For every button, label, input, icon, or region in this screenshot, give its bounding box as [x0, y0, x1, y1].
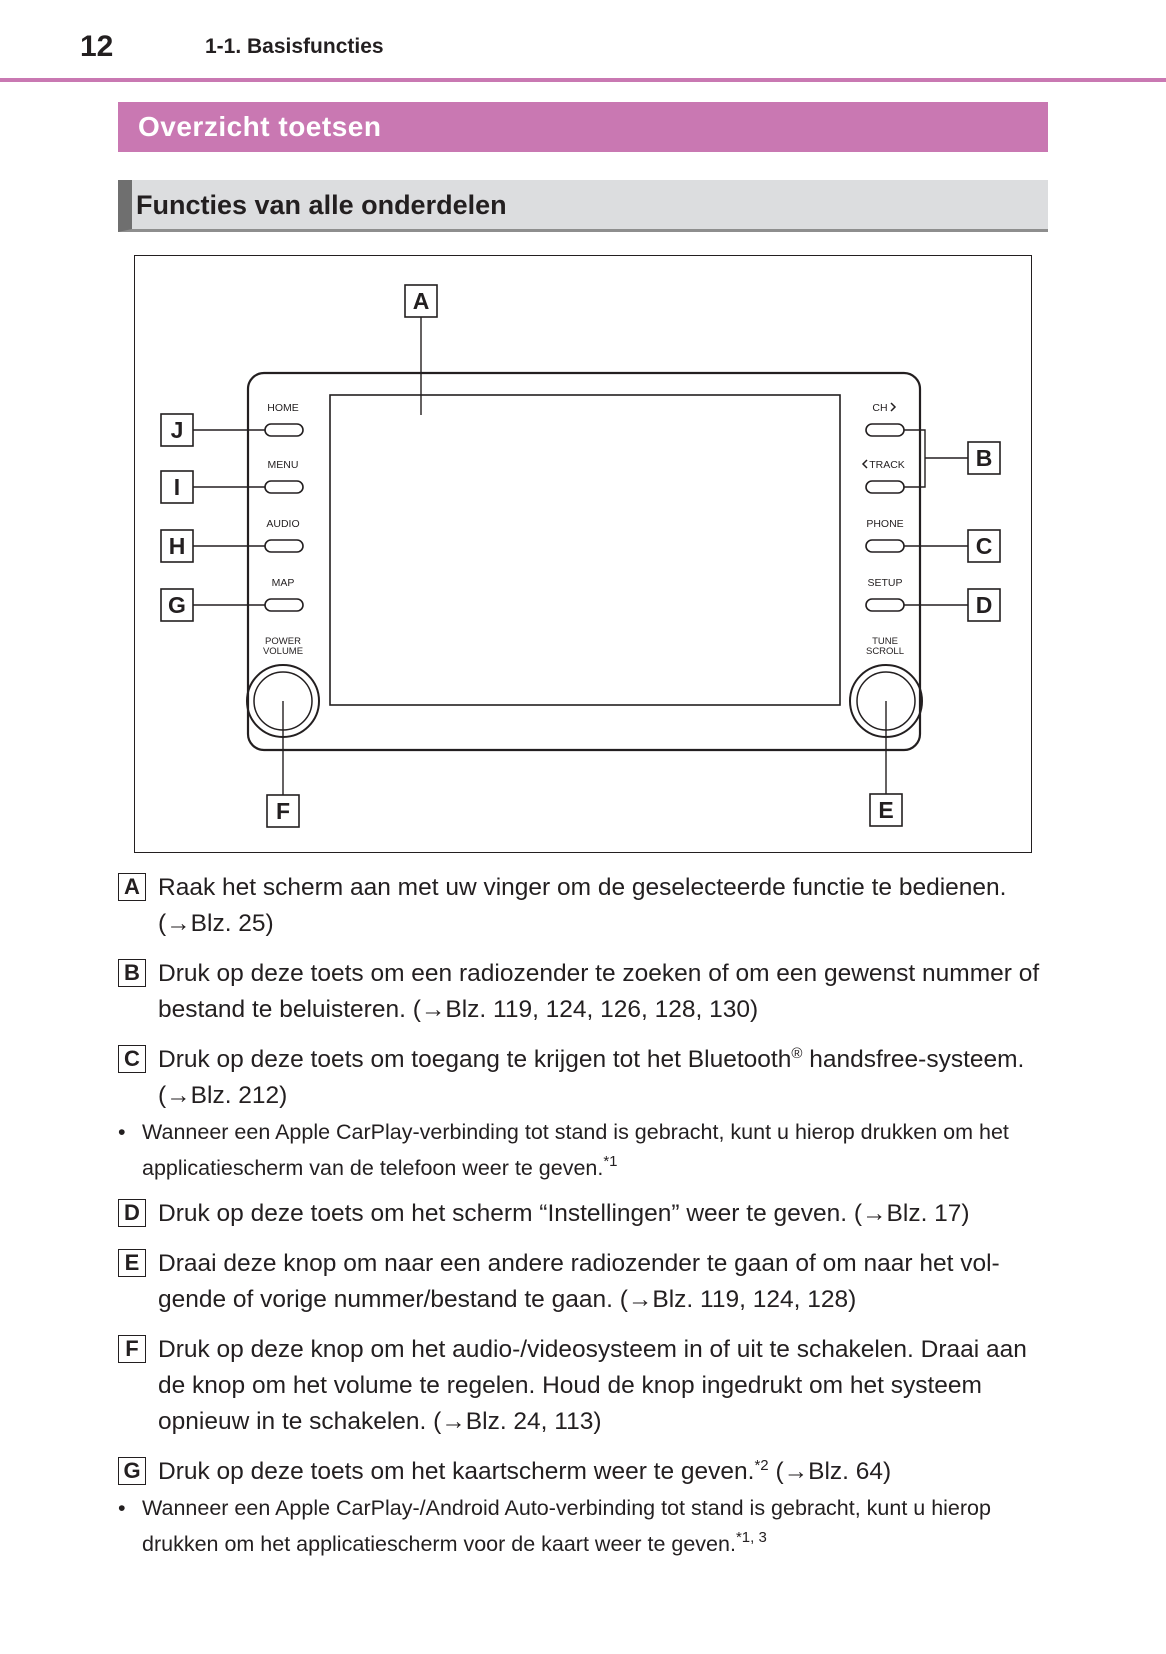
phone-button[interactable] — [865, 539, 905, 553]
callout-a-label: A — [413, 288, 430, 314]
footnote-marker: *1 — [603, 1153, 618, 1170]
ch-button[interactable] — [865, 423, 905, 437]
audio-button[interactable] — [264, 539, 304, 553]
menu-label: MENU — [268, 459, 299, 471]
callout-h — [160, 529, 194, 563]
description-f-text: Druk op deze knop om het audio-/videosys… — [158, 1336, 1027, 1435]
description-a: A Raak het scherm aan met uw vinger om d… — [118, 870, 1048, 942]
letter-badge-f: F — [118, 1335, 146, 1363]
letter-badge-a: A — [118, 873, 146, 901]
description-g: G Druk op deze toets om het kaartscherm … — [118, 1454, 1048, 1490]
description-c-ref: (→Blz. 212) — [158, 1082, 288, 1109]
callout-f — [266, 794, 300, 828]
setup-label: SETUP — [867, 577, 902, 589]
description-e-text: Draai deze knop om naar een andere radio… — [158, 1250, 1000, 1313]
header-divider — [0, 78, 1166, 82]
callout-a — [404, 284, 438, 318]
track-label: TRACK — [869, 459, 905, 471]
note-carplay-android-map: • Wanneer een Apple CarPlay-/Android Aut… — [118, 1490, 1048, 1562]
callout-g — [160, 588, 194, 622]
map-label: MAP — [272, 577, 295, 589]
head-unit-diagram: HOME MENU AUDIO MAP POWER VOLUME CH TRAC… — [134, 255, 1032, 853]
power-label: POWER — [265, 636, 301, 647]
callout-e — [869, 793, 903, 827]
map-button[interactable] — [264, 598, 304, 612]
callout-b-label: B — [976, 445, 993, 471]
function-descriptions: A Raak het scherm aan met uw vinger om d… — [118, 870, 1048, 1562]
callout-d-label: D — [976, 592, 993, 618]
letter-badge-c: C — [118, 1045, 146, 1073]
callout-e-label: E — [878, 797, 893, 823]
callout-c — [967, 529, 1001, 563]
page-number: 12 — [80, 30, 114, 63]
letter-badge-b: B — [118, 959, 146, 987]
letter-badge-e: E — [118, 1249, 146, 1277]
description-d: D Druk op deze toets om het scherm “Inst… — [118, 1196, 1048, 1232]
description-g-text-start: Druk op deze toets om het kaartscherm we… — [158, 1458, 755, 1485]
chevron-right-icon — [890, 402, 897, 412]
description-c: C Druk op deze toets om toegang te krijg… — [118, 1042, 1048, 1114]
description-a-ref: (→Blz. 25) — [158, 910, 274, 937]
description-e: E Draai deze knop om naar een andere rad… — [118, 1246, 1048, 1318]
callout-g-label: G — [168, 592, 186, 618]
head-unit-body — [246, 371, 922, 752]
description-b-text: Druk op deze toets om een radiozender te… — [158, 960, 1040, 1023]
chevron-left-icon — [861, 459, 868, 469]
callout-d — [967, 588, 1001, 622]
description-g-text-end: (→Blz. 64) — [768, 1458, 892, 1485]
description-d-text: Druk op deze toets om het scherm “Instel… — [158, 1200, 970, 1227]
letter-badge-g: G — [118, 1457, 146, 1485]
registered-mark: ® — [791, 1045, 803, 1062]
menu-button[interactable] — [264, 480, 304, 494]
callout-j — [160, 413, 194, 447]
bullet: • — [118, 1496, 126, 1520]
note-carplay-phone-text: Wanneer een Apple CarPlay-verbinding tot… — [142, 1120, 1009, 1180]
footnote-marker: *2 — [754, 1457, 769, 1474]
description-g-text: Druk op deze toets om het kaartscherm we… — [158, 1454, 1048, 1490]
audio-label: AUDIO — [266, 518, 299, 530]
description-c-text: Druk op deze toets om toegang te krijgen… — [158, 1042, 1048, 1078]
letter-badge-d: D — [118, 1199, 146, 1227]
phone-label: PHONE — [866, 518, 903, 530]
note-carplay-phone: • Wanneer een Apple CarPlay-verbinding t… — [118, 1114, 1048, 1186]
page-title: Overzicht toetsen — [118, 102, 1048, 152]
callout-j-label: J — [171, 417, 184, 443]
callout-h-label: H — [169, 533, 186, 559]
tune-label: TUNE — [872, 636, 898, 647]
volume-label: VOLUME — [263, 646, 303, 657]
description-c-text-end: handsfree-systeem. — [802, 1046, 1025, 1073]
callout-f-label: F — [276, 798, 290, 824]
ch-label: CH — [872, 402, 887, 414]
callout-b — [967, 441, 1001, 475]
note-carplay-android-map-text: Wanneer een Apple CarPlay-/Android Auto-… — [142, 1496, 991, 1556]
scroll-label: SCROLL — [866, 646, 904, 657]
track-button[interactable] — [865, 480, 905, 494]
description-f: F Druk op deze knop om het audio-/videos… — [118, 1332, 1048, 1440]
setup-button[interactable] — [865, 598, 905, 612]
touch-screen — [329, 394, 841, 706]
callout-i-label: I — [174, 474, 180, 500]
home-label: HOME — [267, 402, 299, 414]
description-c-text-start: Druk op deze toets om toegang te krijgen… — [158, 1046, 792, 1073]
callout-i — [160, 470, 194, 504]
callout-c-label: C — [976, 533, 993, 559]
bullet: • — [118, 1120, 126, 1144]
footnote-marker: *1, 3 — [735, 1529, 767, 1546]
description-b: B Druk op deze toets om een radiozender … — [118, 956, 1048, 1028]
home-button[interactable] — [264, 423, 304, 437]
description-a-text: Raak het scherm aan met uw vinger om de … — [158, 874, 1007, 901]
section-reference: 1-1. Basisfuncties — [205, 35, 384, 58]
head-unit-illustration: HOME MENU AUDIO MAP POWER VOLUME CH TRAC… — [160, 284, 1001, 828]
section-subheading: Functies van alle onderdelen — [118, 180, 1048, 232]
